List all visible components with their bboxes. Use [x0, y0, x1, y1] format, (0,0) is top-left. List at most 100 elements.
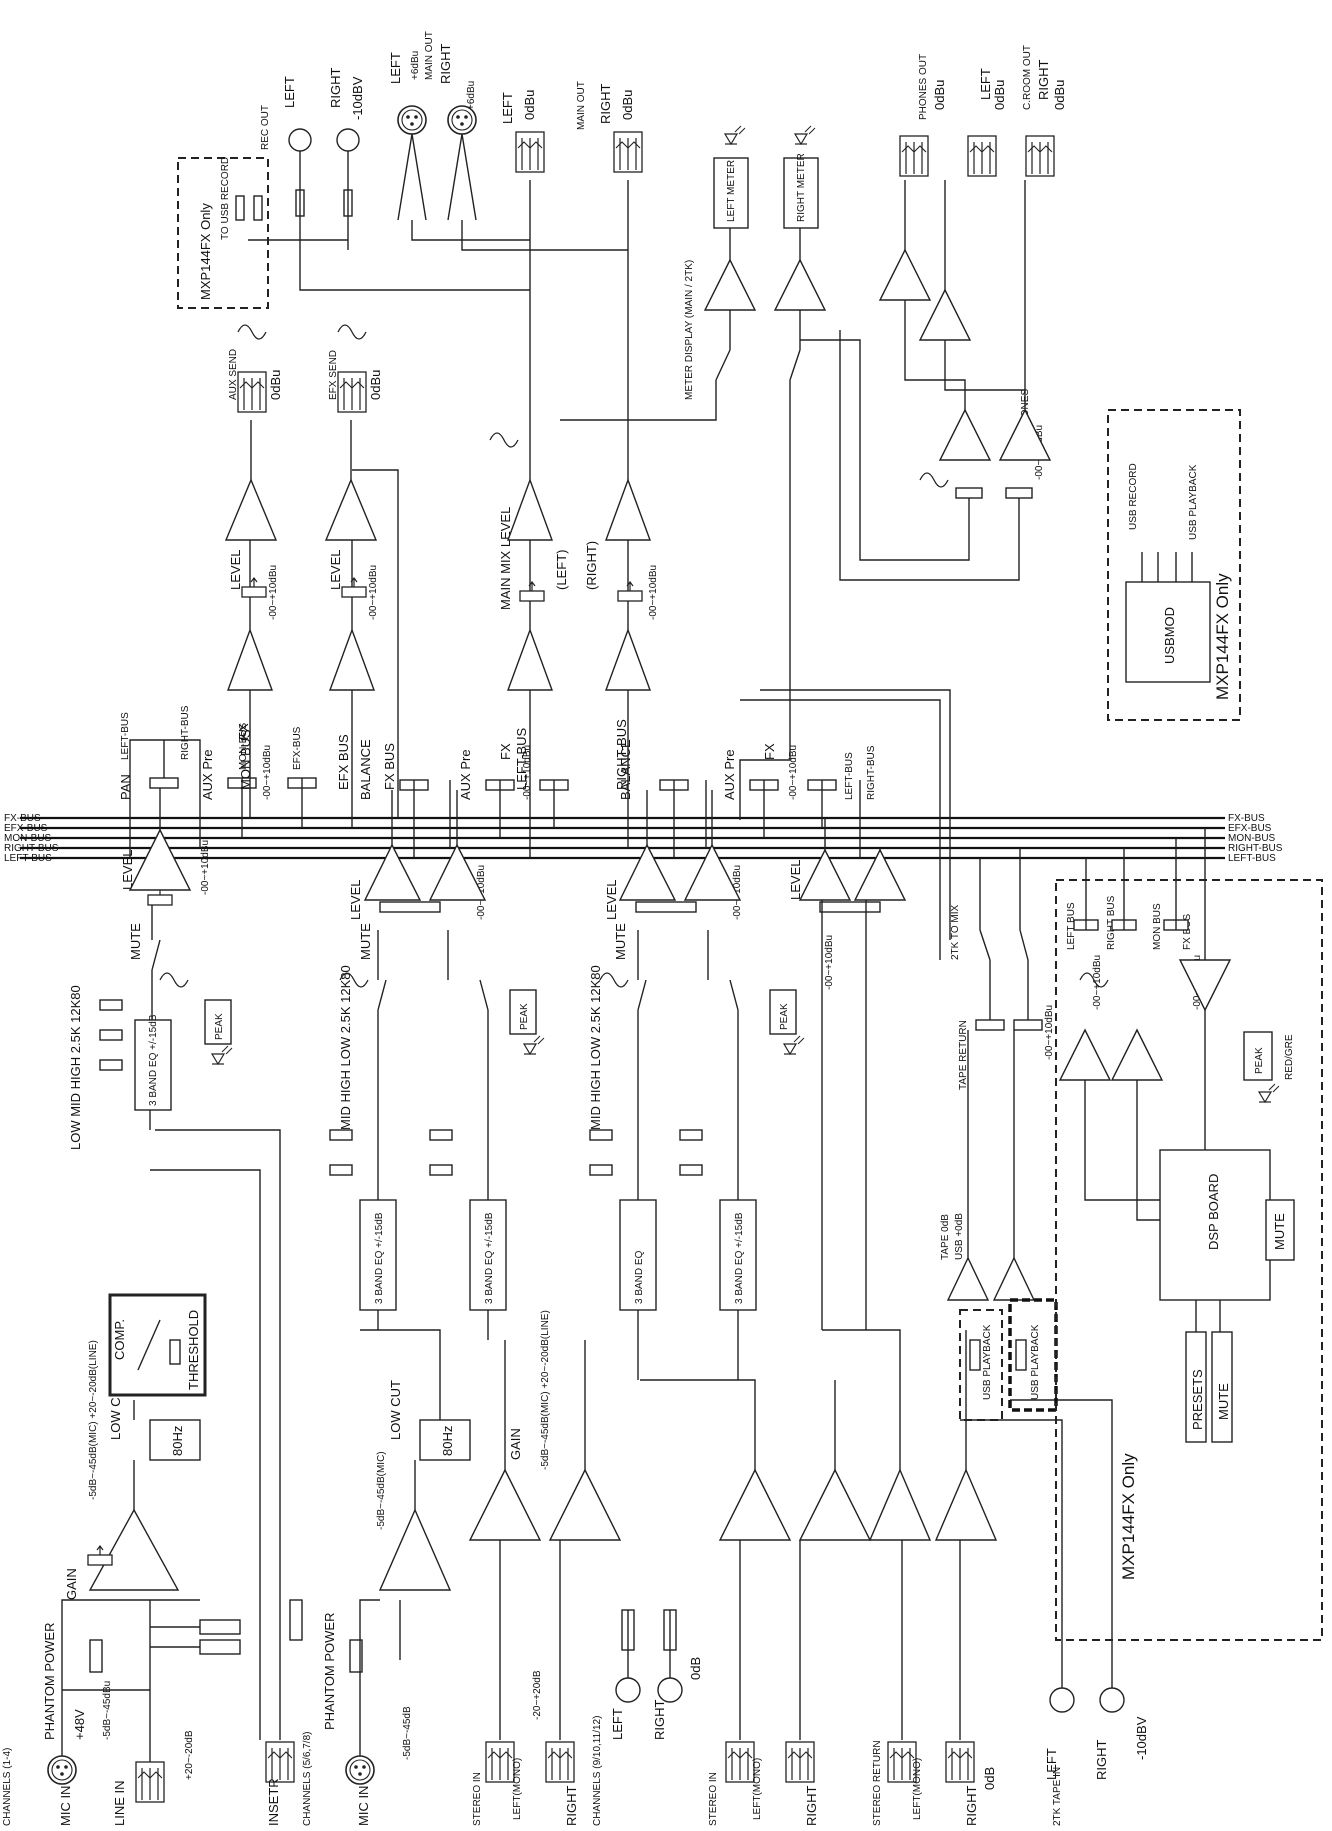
stereo-right-jack-icon-c[interactable]	[785, 1741, 815, 1783]
tape-return-pot-1[interactable]	[975, 1019, 1005, 1031]
usb-only-label: MXP144FX Only	[198, 203, 213, 300]
main-left-pot-icon[interactable]	[519, 581, 545, 602]
main-mix-level-label: MAIN MIX LEVEL	[498, 507, 513, 610]
return-left-amplifier	[868, 1468, 932, 1541]
right-label-c: RIGHT	[804, 1786, 819, 1827]
main-right-jack-icon[interactable]	[613, 131, 643, 173]
aux-level-pot-icon[interactable]	[241, 577, 267, 598]
return-left-mono: LEFT(MONO)	[912, 1758, 923, 1820]
bus-label-right-r: RIGHT-BUS	[1228, 843, 1283, 854]
stereo-right-jack-icon[interactable]	[545, 1741, 575, 1783]
main-left-jack-icon[interactable]	[515, 131, 545, 173]
right-bus-label: RIGHT-BUS	[180, 705, 191, 760]
mic-in-xlr-icon[interactable]	[47, 1755, 77, 1785]
lowcut-filter-box-b	[419, 1419, 471, 1461]
level-amplifier-c2	[683, 843, 742, 901]
efx-send-odb: 0dBu	[368, 370, 383, 400]
eq-pot-b4[interactable]	[429, 1164, 453, 1176]
rca-right-jack[interactable]	[657, 1677, 683, 1703]
main-left-odb: 0dBu	[522, 90, 537, 120]
xlr-left-out-icon[interactable]	[397, 105, 427, 135]
balance-label-c: BALANCE	[618, 739, 633, 800]
tape-range: -00~+10dBu	[1044, 1005, 1055, 1060]
tape-amp-2	[992, 1256, 1036, 1301]
left-mono-label-c: LEFT(MONO)	[752, 1758, 763, 1820]
fx-mute-box[interactable]	[1211, 1331, 1233, 1443]
return-right-jack-icon[interactable]	[945, 1741, 975, 1783]
bus-label-right: RIGHT-BUS	[4, 843, 59, 854]
level-pot-b[interactable]	[379, 901, 441, 913]
pan-pot[interactable]	[149, 777, 179, 789]
line-resistor-1	[199, 1619, 241, 1635]
main-right-out-amp	[604, 477, 652, 541]
tape-right-jack[interactable]	[1099, 1687, 1125, 1713]
main-left-label: (LEFT)	[554, 550, 569, 590]
return-right: RIGHT	[964, 1786, 979, 1827]
gain-range-b: -5dB~-45dB(MIC)	[376, 1451, 387, 1530]
eq-high-pot[interactable]	[99, 999, 123, 1011]
tape-left-jack[interactable]	[1049, 1687, 1075, 1713]
stereo-left-jack-icon[interactable]	[485, 1741, 515, 1783]
wave-icon-ch9	[599, 972, 629, 988]
fx-send-amp	[1178, 959, 1232, 1012]
usb-playback-dashed-1	[959, 1309, 1003, 1421]
aux-send-jack-icon[interactable]	[237, 371, 267, 413]
fx-mute2-box[interactable]	[1265, 1199, 1295, 1261]
fx-label-c: FX	[762, 743, 777, 760]
wave-icon-ch1	[159, 972, 189, 988]
croom-out-label: C.ROOM OUT	[1022, 45, 1033, 110]
main-right-pot-icon[interactable]	[617, 581, 643, 602]
pan-label: PAN	[118, 774, 133, 800]
rec-left-jack[interactable]	[288, 128, 312, 152]
level-amplifier-b2	[428, 843, 487, 901]
gain-range: -5dB~-45dB(MIC) +20~-20dB(LINE)	[88, 1340, 99, 1500]
rec-level: -10dBV	[350, 76, 365, 120]
efx-level-pot-icon[interactable]	[341, 577, 367, 598]
level-pot-c[interactable]	[635, 901, 697, 913]
return-level-amp-1	[798, 848, 852, 901]
eq-pot-b2[interactable]	[329, 1164, 353, 1176]
fx-return-amp-2	[1110, 1028, 1164, 1081]
usb-playback-label: USB PLAYBACK	[982, 1324, 993, 1400]
master-fx-bus: FX BUS	[382, 743, 397, 790]
croom-left-odb: 0dBu	[992, 80, 1007, 110]
ctr-pot-2[interactable]	[1005, 487, 1033, 499]
left-mono-label-b: LEFT(MONO)	[512, 1758, 523, 1820]
left-bus-label: LEFT-BUS	[120, 712, 131, 760]
croom-left-jack-icon[interactable]	[967, 135, 997, 177]
ctr-pot-1[interactable]	[955, 487, 983, 499]
phones-out-jack-icon[interactable]	[899, 135, 929, 177]
eq-pot-c1[interactable]	[589, 1129, 613, 1141]
rca-left-label: LEFT	[610, 1708, 625, 1740]
eq-pot-c2[interactable]	[589, 1164, 613, 1176]
eq-mid-pot[interactable]	[99, 1029, 123, 1041]
rca-left-jack[interactable]	[615, 1677, 641, 1703]
insert-jack-icon[interactable]	[265, 1741, 295, 1783]
rec-right-jack[interactable]	[336, 128, 360, 152]
fx-mute2-label: MUTE	[1272, 1213, 1287, 1250]
eq-pot-b3[interactable]	[429, 1129, 453, 1141]
rca-odb-label: 0dB	[688, 1657, 703, 1680]
eq-low-pot[interactable]	[99, 1059, 123, 1071]
gain-pot-icon[interactable]	[87, 1545, 113, 1566]
eq1-label-b: 3 BAND EQ +/-15dB	[374, 1212, 385, 1304]
master-efx-bus: EFX BUS	[336, 734, 351, 790]
usb-record-dashed-box	[177, 157, 269, 309]
line-in-jack-icon[interactable]	[135, 1761, 165, 1803]
croom-right-jack-icon[interactable]	[1025, 135, 1055, 177]
efx-send-jack-icon[interactable]	[337, 371, 367, 413]
main-right-label: (RIGHT)	[584, 541, 599, 590]
stereo-left-jack-icon-c[interactable]	[725, 1741, 755, 1783]
phones-odb: 0dBu	[932, 80, 947, 110]
return-level-pot[interactable]	[819, 901, 881, 913]
eq-pot-b1[interactable]	[329, 1129, 353, 1141]
mic-in-xlr-icon-b[interactable]	[345, 1755, 375, 1785]
stereo-left-amplifier	[468, 1468, 542, 1541]
peak-led-icon-b	[523, 1035, 545, 1055]
eq-pot-c4[interactable]	[679, 1164, 703, 1176]
tape-return-pot-2[interactable]	[1013, 1019, 1043, 1031]
eq-pot-c3[interactable]	[679, 1129, 703, 1141]
threshold-label: THRESHOLD	[186, 1310, 201, 1390]
tape-return-label: TAPE RETURN	[958, 1020, 969, 1090]
mic-resistor-b	[349, 1639, 363, 1673]
